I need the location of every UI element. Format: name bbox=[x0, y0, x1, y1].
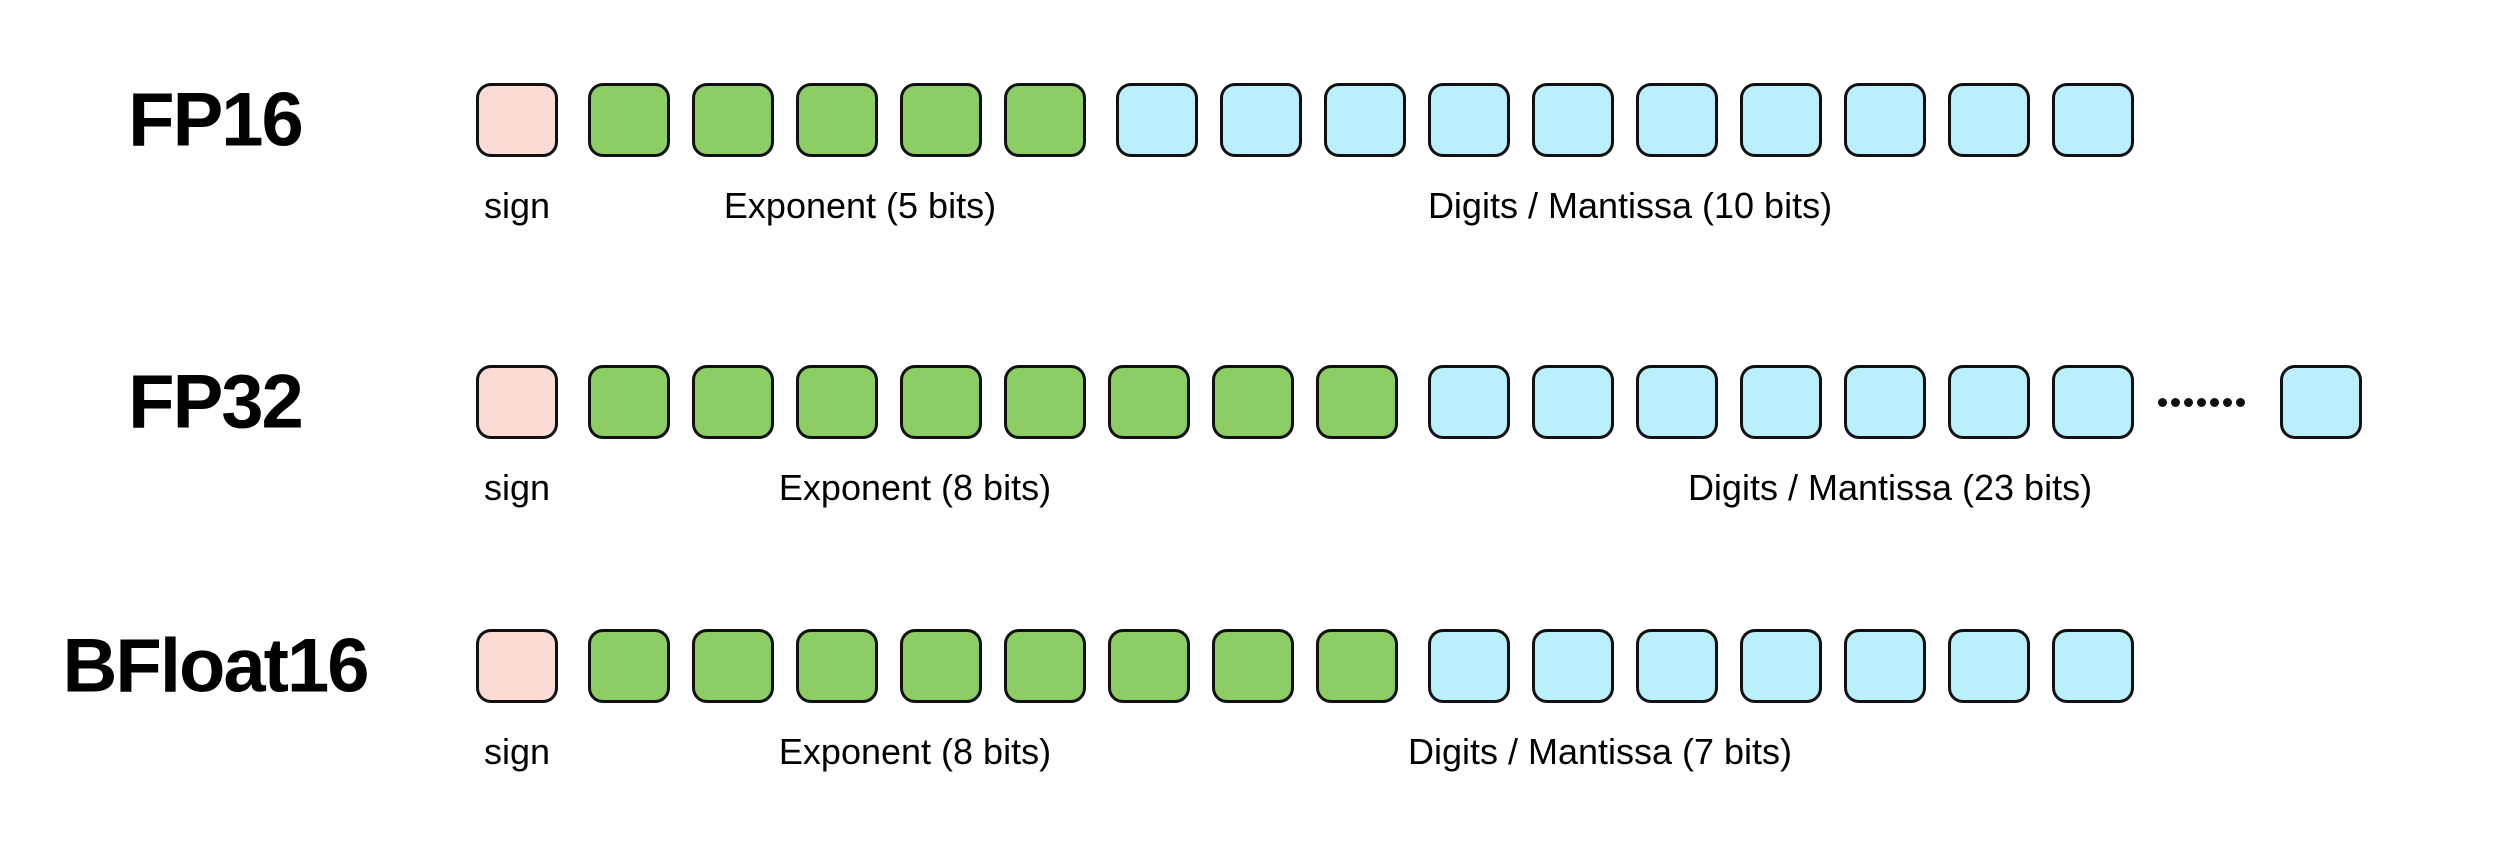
dot bbox=[2236, 397, 2245, 407]
ellipsis-dots bbox=[2158, 397, 2245, 407]
mantissa-label: Digits / Mantissa (23 bits) bbox=[1687, 467, 2093, 508]
exponent-bit-box bbox=[1004, 365, 1086, 439]
exponent-bit-box bbox=[1212, 365, 1294, 439]
mantissa-bit-box bbox=[1532, 365, 1614, 439]
mantissa-bit-box bbox=[2280, 365, 2362, 439]
mantissa-bit-box bbox=[1220, 83, 1302, 157]
mantissa-bit-box bbox=[1740, 629, 1822, 703]
mantissa-bit-box bbox=[2052, 629, 2134, 703]
mantissa-bit-box bbox=[2052, 83, 2134, 157]
sign-bit-box bbox=[476, 629, 558, 703]
format-row-bfloat16: BFloat16 sign Exponent (8 bits) Digits /… bbox=[0, 624, 2510, 846]
mantissa-bit-box bbox=[1948, 83, 2030, 157]
format-row-fp16: FP16 sign Exponent (5 bits) Digits / Man… bbox=[0, 78, 2510, 313]
mantissa-bit-box bbox=[1844, 83, 1926, 157]
exponent-bit-box bbox=[796, 365, 878, 439]
mantissa-bit-box bbox=[1844, 629, 1926, 703]
mantissa-bit-box bbox=[1636, 365, 1718, 439]
sign-bit-box bbox=[476, 83, 558, 157]
dot bbox=[2184, 397, 2193, 407]
mantissa-bit-box bbox=[1428, 83, 1510, 157]
exponent-bit-box bbox=[900, 629, 982, 703]
exponent-bit-box bbox=[1316, 365, 1398, 439]
mantissa-bit-box bbox=[1740, 83, 1822, 157]
exponent-label: Exponent (8 bits) bbox=[778, 467, 1052, 508]
format-label: BFloat16 bbox=[62, 623, 370, 709]
exponent-bit-box bbox=[1212, 629, 1294, 703]
mantissa-bit-box bbox=[1116, 83, 1198, 157]
mantissa-bit-box bbox=[2052, 365, 2134, 439]
exponent-bit-box bbox=[900, 83, 982, 157]
bit-boxes bbox=[476, 83, 2134, 157]
dot bbox=[2210, 397, 2219, 407]
exponent-bit-box bbox=[692, 83, 774, 157]
exponent-label: Exponent (5 bits) bbox=[723, 185, 997, 226]
bit-boxes bbox=[476, 365, 2362, 439]
exponent-bit-box bbox=[588, 629, 670, 703]
sign-label: sign bbox=[483, 731, 551, 772]
mantissa-bit-box bbox=[1532, 83, 1614, 157]
exponent-bit-box bbox=[900, 365, 982, 439]
exponent-bit-box bbox=[796, 629, 878, 703]
exponent-bit-box bbox=[1316, 629, 1398, 703]
dot bbox=[2158, 397, 2167, 407]
mantissa-bit-box bbox=[1428, 365, 1510, 439]
exponent-bit-box bbox=[796, 83, 878, 157]
mantissa-label: Digits / Mantissa (7 bits) bbox=[1407, 731, 1793, 772]
exponent-bit-box bbox=[692, 365, 774, 439]
exponent-label: Exponent (8 bits) bbox=[778, 731, 1052, 772]
exponent-bit-box bbox=[692, 629, 774, 703]
dot bbox=[2197, 397, 2206, 407]
mantissa-bit-box bbox=[1532, 629, 1614, 703]
mantissa-bit-box bbox=[1428, 629, 1510, 703]
sign-bit-box bbox=[476, 365, 558, 439]
exponent-bit-box bbox=[1004, 83, 1086, 157]
mantissa-bit-box bbox=[1948, 365, 2030, 439]
mantissa-bit-box bbox=[1844, 365, 1926, 439]
dot bbox=[2171, 397, 2180, 407]
format-label: FP16 bbox=[128, 77, 304, 163]
exponent-bit-box bbox=[1108, 629, 1190, 703]
mantissa-label: Digits / Mantissa (10 bits) bbox=[1427, 185, 1833, 226]
exponent-bit-box bbox=[1004, 629, 1086, 703]
bit-boxes bbox=[476, 629, 2134, 703]
exponent-bit-box bbox=[588, 83, 670, 157]
mantissa-bit-box bbox=[1636, 83, 1718, 157]
format-row-fp32: FP32 sign Exponent (8 bits) Digits / Man… bbox=[0, 360, 2510, 595]
mantissa-bit-box bbox=[1740, 365, 1822, 439]
format-label: FP32 bbox=[128, 359, 304, 445]
exponent-bit-box bbox=[588, 365, 670, 439]
exponent-bit-box bbox=[1108, 365, 1190, 439]
dot bbox=[2223, 397, 2232, 407]
mantissa-bit-box bbox=[1948, 629, 2030, 703]
mantissa-bit-box bbox=[1324, 83, 1406, 157]
mantissa-bit-box bbox=[1636, 629, 1718, 703]
sign-label: sign bbox=[483, 467, 551, 508]
sign-label: sign bbox=[483, 185, 551, 226]
